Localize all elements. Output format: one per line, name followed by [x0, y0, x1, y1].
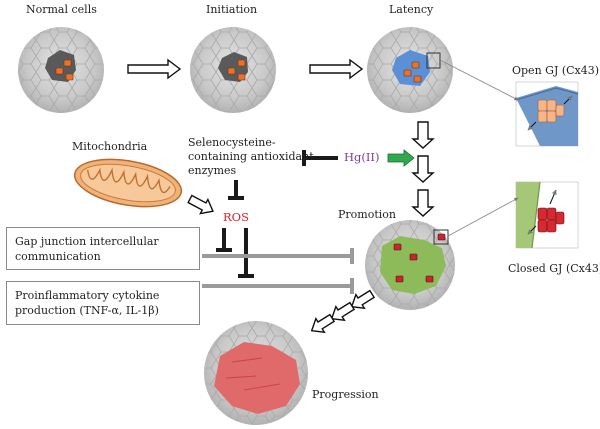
- label-latency: Latency: [389, 3, 434, 16]
- label-initiation: Initiation: [206, 3, 258, 16]
- cytokine-box: Proinflammatory cytokine production (TNF…: [6, 281, 200, 325]
- gap-junction-line1: Gap junction intercellular: [15, 235, 159, 248]
- label-ros: ROS: [223, 210, 249, 224]
- cytokine-line1: Proinflammatory cytokine: [15, 289, 160, 302]
- label-antioxidant-1: Selenocysteine-: [188, 136, 276, 149]
- label-progression: Progression: [312, 388, 379, 401]
- process-arrows: [127, 58, 435, 334]
- label-antioxidant-3: enzymes: [188, 164, 237, 177]
- label-open-gj: Open GJ (Cx43): [512, 64, 600, 77]
- gap-junction-line2: communication: [15, 250, 101, 263]
- inhibition-bars: [216, 150, 338, 278]
- cytokine-line2: production (TNF-α, IL-1β): [15, 304, 159, 317]
- label-promotion: Promotion: [338, 208, 396, 221]
- gap-junction-box: Gap junction intercellular communication: [6, 227, 200, 270]
- mitochondrion: [73, 158, 183, 208]
- zoom-leaders: [439, 59, 519, 237]
- label-mitochondria: Mitochondria: [72, 140, 148, 153]
- label-closed-gj: Closed GJ (Cx43): [508, 262, 600, 275]
- label-normal-cells: Normal cells: [26, 3, 97, 16]
- dish-progression: [204, 321, 308, 425]
- open-gj-inset: [515, 81, 579, 147]
- label-hg: Hg(II): [344, 150, 380, 164]
- connexin-markers: [55, 59, 446, 283]
- label-antioxidant-2: containing antioxidant: [188, 150, 314, 163]
- dish-promotion: [365, 220, 455, 310]
- pathway-lines: [202, 248, 354, 294]
- closed-gj-inset: [515, 181, 579, 249]
- hg-arrow: [387, 149, 415, 167]
